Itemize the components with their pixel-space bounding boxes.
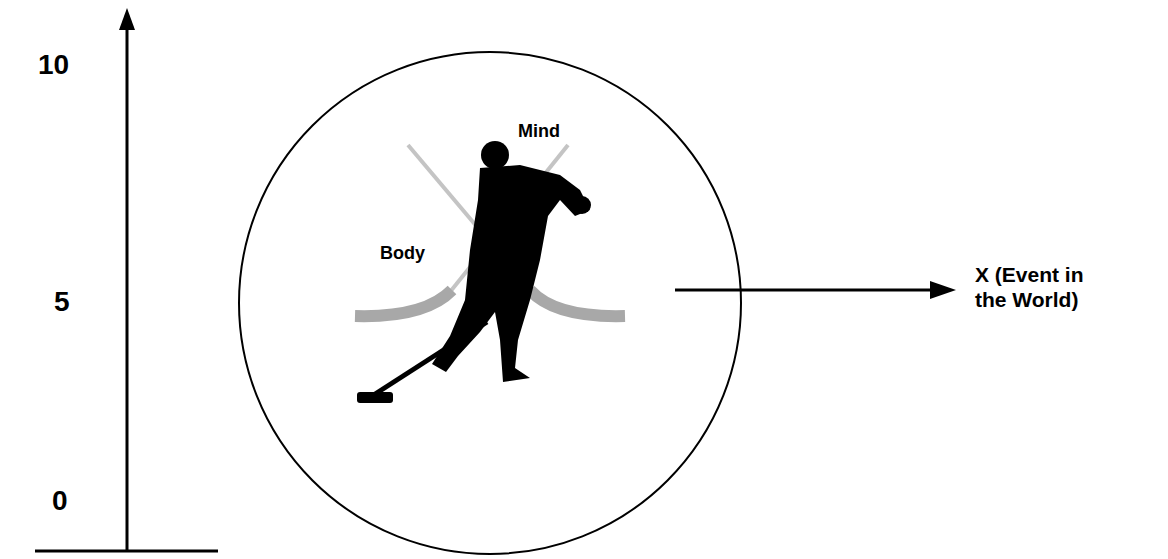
event-arrow bbox=[675, 289, 935, 292]
part-label: Mind bbox=[516, 121, 562, 143]
part-label: Body bbox=[378, 243, 427, 265]
axis-value: 5 bbox=[54, 285, 70, 319]
event-label: X (Event in the World) bbox=[975, 262, 1103, 312]
axis-value: 10 bbox=[38, 48, 69, 82]
hockey-player-silhouette bbox=[357, 141, 591, 403]
axis-value: 0 bbox=[52, 484, 68, 518]
axis-baseline bbox=[35, 550, 218, 553]
event-arrowhead bbox=[930, 281, 956, 299]
axis-arrowhead bbox=[119, 8, 135, 30]
circle-outline bbox=[239, 52, 741, 554]
axis-line bbox=[126, 26, 129, 551]
